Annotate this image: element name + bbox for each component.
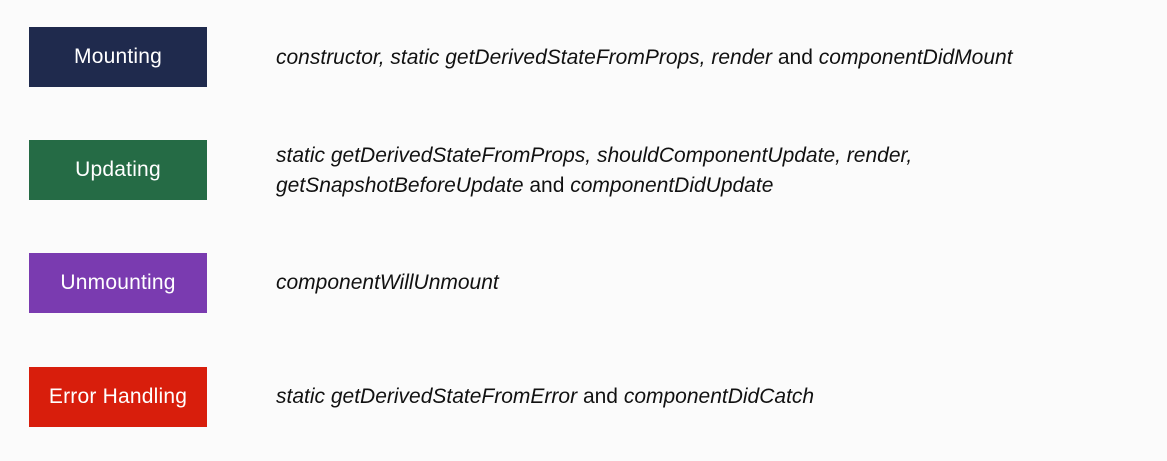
phase-box-mounting: Mounting <box>29 27 207 87</box>
phase-label: Unmounting <box>60 271 176 294</box>
phase-label: Error Handling <box>48 385 188 408</box>
phase-box-error-handling: Error Handling <box>29 367 207 427</box>
phase-box-updating: Updating <box>29 140 207 200</box>
phase-label: Updating <box>75 158 161 181</box>
phase-methods-updating: static getDerivedStateFromProps, shouldC… <box>276 141 912 201</box>
phase-methods-unmounting: componentWillUnmount <box>276 268 499 298</box>
method-text: componentWillUnmount <box>276 271 499 294</box>
methods-line: static getDerivedStateFromError and comp… <box>276 382 814 412</box>
methods-line: static getDerivedStateFromProps, shouldC… <box>276 141 912 171</box>
connector-text: and <box>772 46 819 69</box>
phase-methods-mounting: constructor, static getDerivedStateFromP… <box>276 43 1013 73</box>
method-text: getSnapshotBeforeUpdate <box>276 174 524 197</box>
connector-text: and <box>577 385 624 408</box>
method-text: static getDerivedStateFromProps, shouldC… <box>276 144 913 167</box>
method-text: componentDidUpdate <box>570 174 774 197</box>
methods-line: componentWillUnmount <box>276 268 499 298</box>
phase-label: Mounting <box>74 45 162 68</box>
method-text: static getDerivedStateFromError <box>276 385 578 408</box>
phase-methods-error-handling: static getDerivedStateFromError and comp… <box>276 382 814 412</box>
method-text: constructor, static getDerivedStateFromP… <box>276 46 773 69</box>
phase-box-unmounting: Unmounting <box>29 253 207 313</box>
method-text: componentDidCatch <box>623 385 815 408</box>
connector-text: and <box>523 174 571 197</box>
method-text: componentDidMount <box>818 46 1013 69</box>
methods-line: getSnapshotBeforeUpdate and componentDid… <box>276 171 912 201</box>
methods-line: constructor, static getDerivedStateFromP… <box>276 43 1013 73</box>
